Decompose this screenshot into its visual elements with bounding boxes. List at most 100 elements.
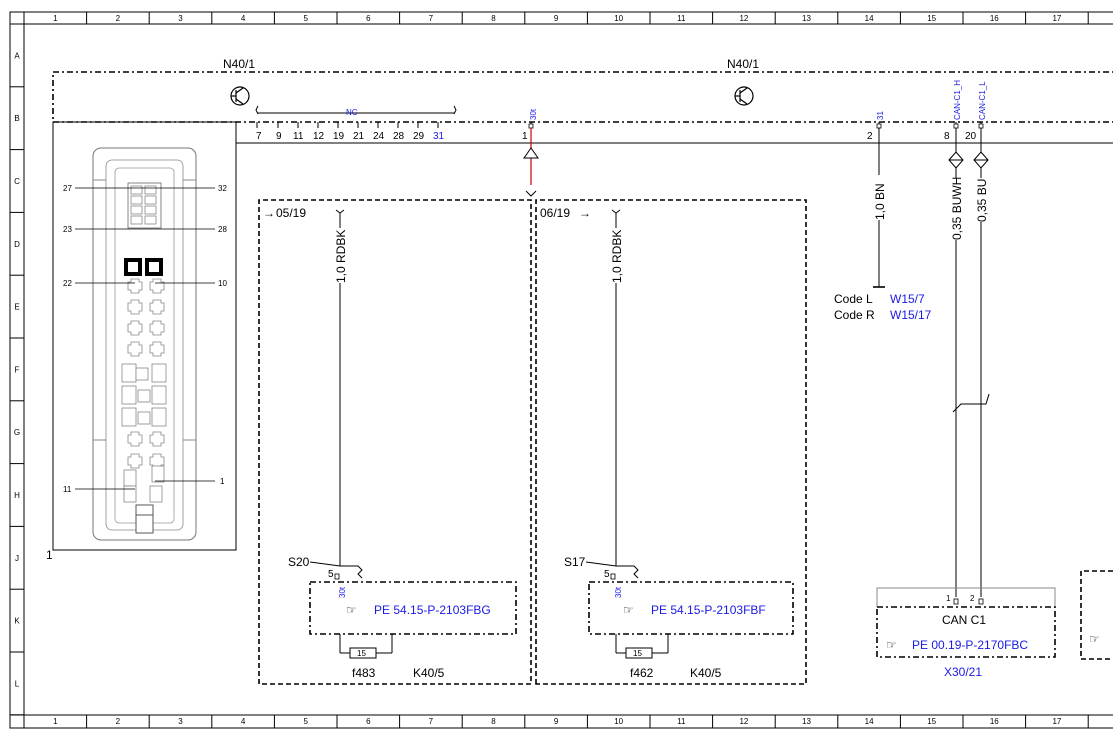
connector-pin-23: 23 [63, 225, 72, 234]
pin-7: 7 [256, 131, 262, 142]
row-letter: B [14, 114, 19, 123]
connector-pin-10: 10 [218, 279, 227, 288]
branch-right-wire: 1,0 RDBK [610, 230, 624, 283]
column-number-top: 4 [241, 14, 246, 23]
column-number-top: 17 [1052, 14, 1061, 23]
branch-right-component [588, 581, 794, 635]
code-r-ref[interactable]: W15/17 [890, 308, 932, 322]
column-number-bottom: 14 [865, 717, 874, 726]
branch-right-relay: K40/5 [690, 666, 722, 680]
column-number-top: 14 [865, 14, 874, 23]
branch-right-date: 06/19 [540, 206, 570, 220]
row-letter: A [14, 51, 20, 60]
row-letter: F [15, 365, 20, 374]
branch-right-ref-icon: ☞ [623, 603, 634, 617]
code-l-ref[interactable]: W15/7 [890, 292, 925, 306]
column-number-bottom: 9 [554, 717, 559, 726]
pin-24: 24 [373, 131, 385, 142]
column-number-top: 12 [739, 14, 748, 23]
branch-left-relay: K40/5 [413, 666, 445, 680]
can-h-pin: 8 CAN-C1_H 0,35 BUWH [944, 80, 964, 597]
connector-pin-11: 11 [63, 485, 72, 494]
can-c1-component: 1 2 CAN C1 ☞ PE 00.19-P-2170FBC X30/21 [876, 587, 1056, 679]
connector-view-box [52, 121, 237, 551]
row-letter: G [14, 428, 20, 437]
column-number-bottom: 15 [927, 717, 936, 726]
connector-pin-22: 22 [63, 279, 72, 288]
column-number-bottom: 17 [1052, 717, 1061, 726]
nc-label: NC [346, 108, 358, 117]
column-number-bottom: 7 [429, 717, 434, 726]
column-number-top: 15 [927, 14, 936, 23]
column-number-bottom: 11 [677, 717, 686, 726]
can-connector[interactable]: X30/21 [944, 665, 982, 679]
column-number-top: 2 [116, 14, 121, 23]
can-l-wire-label: 0,35 BU [975, 179, 989, 222]
column-number-bottom: 1 [53, 717, 58, 726]
column-number-top: 7 [429, 14, 434, 23]
pin-20: 20 [965, 131, 977, 142]
diagram-frame [9, 11, 1113, 729]
branch-left-ref-icon: ☞ [346, 603, 357, 617]
row-letter: C [14, 177, 20, 186]
row-letter: J [15, 554, 19, 563]
pin-1-connector: 1 30t [522, 108, 539, 197]
column-number-bottom: 10 [614, 717, 623, 726]
column-number-bottom: 3 [178, 717, 183, 726]
column-number-bottom: 8 [491, 717, 496, 726]
pin-31: 31 [433, 131, 445, 142]
branch-right-ref[interactable]: PE 54.15-P-2103FBF [651, 603, 766, 617]
connector-view-index: 1 [46, 548, 53, 562]
partial-component-right: ☞ [1080, 570, 1113, 660]
transistor-symbol-right [734, 86, 754, 106]
connector-face [92, 147, 197, 541]
can-pin-2: 2 [970, 594, 975, 603]
column-number-top: 16 [990, 14, 999, 23]
pin-1: 1 [522, 131, 528, 142]
branch-left-ref[interactable]: PE 54.15-P-2103FBG [374, 603, 491, 617]
can-l-pin: 20 CAN-C1_L 0,35 BU [952, 81, 990, 597]
pin-1-tag: 30t [529, 108, 538, 120]
grid-ruler: 1122334455667788991010111112121313141415… [10, 12, 1089, 728]
pin-8: 8 [944, 131, 950, 142]
branch-right-arrow: → [579, 206, 591, 220]
pin-29: 29 [413, 131, 425, 142]
module-label-right: N40/1 [727, 57, 759, 71]
nc-bracket: NC [255, 105, 457, 117]
column-number-top: 8 [491, 14, 496, 23]
column-number-top: 11 [677, 14, 686, 23]
can-ref[interactable]: PE 00.19-P-2170FBC [912, 638, 1028, 652]
pin-19: 19 [333, 131, 345, 142]
branch-left-tag: 30t [338, 586, 347, 598]
pin-28: 28 [393, 131, 405, 142]
column-number-bottom: 6 [366, 717, 371, 726]
column-number-bottom: 16 [990, 717, 999, 726]
pin-2-tag: 31 [876, 111, 885, 120]
pin-2-connector: 2 31 1,0 BN [867, 111, 887, 288]
branch-right-switch: S17 [564, 555, 586, 569]
can-title: CAN C1 [942, 613, 986, 627]
connector-leader-lines [75, 187, 215, 490]
branch-left-date: 05/19 [276, 206, 306, 220]
branch-right-fuse: 15 [633, 649, 642, 658]
pin-8-tag: CAN-C1_H [953, 80, 962, 120]
branch-right: 06/19 → 1,0 RDBK S17 5 30t ☞ PE 54.15-P-… [535, 199, 807, 685]
code-l-label: Code L [834, 292, 873, 306]
row-letter: K [14, 617, 20, 626]
column-number-top: 3 [178, 14, 183, 23]
row-letter: L [15, 679, 20, 688]
transistor-symbol-left [230, 86, 250, 106]
branch-right-tag: 30t [614, 586, 623, 598]
ground-wire-label: 1,0 BN [873, 183, 887, 220]
can-h-wire-label: 0,35 BUWH [950, 177, 964, 240]
connector-pin-32: 32 [218, 184, 227, 193]
column-number-bottom: 5 [303, 717, 308, 726]
module-label-left: N40/1 [223, 57, 255, 71]
branch-right-pin: 5 [604, 569, 610, 580]
column-number-top: 9 [554, 14, 559, 23]
column-number-top: 5 [303, 14, 308, 23]
branch-left-fuse: 15 [357, 649, 366, 658]
pin-2: 2 [867, 131, 873, 142]
column-number-bottom: 12 [739, 717, 748, 726]
row-letter: H [14, 491, 20, 500]
